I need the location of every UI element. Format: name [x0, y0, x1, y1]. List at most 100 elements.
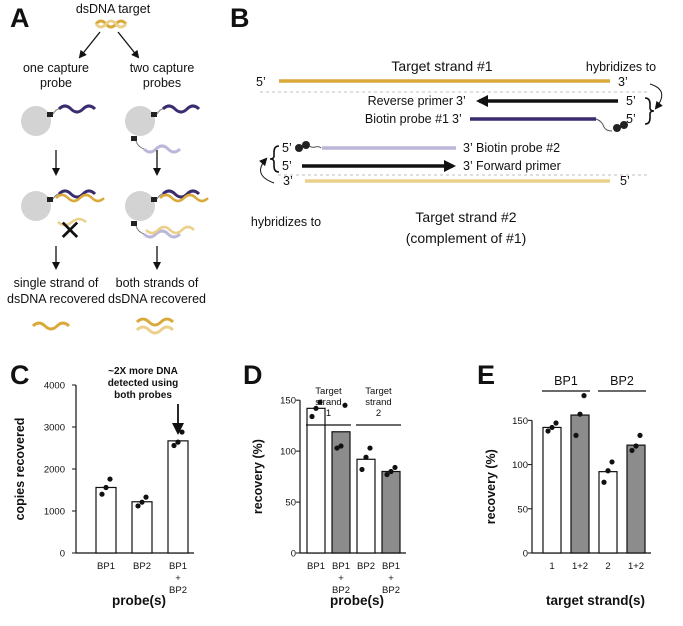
data-point — [388, 468, 394, 475]
data-point — [99, 491, 105, 497]
group-label: Target — [365, 386, 392, 397]
x-tick-label: BP1 — [307, 561, 325, 572]
data-point — [179, 429, 185, 435]
y-tick-label: 0 — [523, 549, 528, 560]
data-point — [637, 432, 643, 438]
data-point — [363, 454, 369, 460]
forward-primer-3prime: 3’ — [463, 159, 473, 173]
single-strand-label-2: dsDNA recovered — [7, 292, 105, 306]
group-label: Target — [315, 386, 342, 397]
y-tick-label: 4000 — [44, 381, 65, 392]
x-tick-label: BP1 — [97, 561, 115, 572]
group-label: 2 — [376, 408, 381, 419]
both-strands-icon — [135, 317, 175, 335]
bar — [542, 426, 562, 554]
forward-primer-5prime: 5’ — [282, 159, 292, 173]
y-tick-label: 100 — [280, 447, 296, 458]
biotin-probe-1-3prime: 3’ — [452, 112, 462, 126]
dsdna-target-label: dsDNA target — [76, 2, 151, 16]
bar — [356, 458, 376, 554]
one-capture-label-1: one capture — [23, 61, 89, 75]
biotin-probe-1-label: Biotin probe #1 — [365, 112, 449, 126]
data-point — [581, 393, 587, 399]
y-tick-label: 3000 — [44, 423, 65, 434]
x-tick-label: + — [175, 573, 181, 584]
data-point — [139, 499, 145, 505]
strand2-3prime: 3’ — [283, 174, 293, 188]
y-axis-title: recovery (%) — [484, 449, 498, 524]
y-tick-label: 150 — [512, 416, 528, 427]
panel-a-letter: A — [10, 3, 30, 33]
bead-two-probes-icon — [125, 104, 201, 154]
biotin-probe-2-label: Biotin probe #2 — [476, 141, 560, 155]
x-tick-label: 1 — [549, 561, 554, 572]
biotin-icon-1a — [613, 124, 621, 132]
hybridizes-to-top: hybridizes to — [586, 60, 656, 74]
x-tick-label: 1+2 — [572, 561, 588, 572]
bar — [598, 471, 618, 554]
data-point — [545, 428, 551, 434]
group-label: BP2 — [610, 374, 634, 388]
biotin-icon-2a — [295, 144, 303, 152]
x-tick-label: 1+2 — [628, 561, 644, 572]
biotin-icon-1b — [620, 121, 628, 129]
strand1-5prime: 5’ — [256, 75, 266, 89]
y-tick-label: 100 — [512, 460, 528, 471]
group-label: strand — [365, 397, 391, 408]
data-point — [135, 503, 141, 509]
y-tick-label: 0 — [60, 549, 65, 560]
captured-one-probe-icon — [21, 189, 105, 227]
arrow-to-one-probe — [78, 31, 101, 59]
data-point — [317, 399, 323, 405]
data-point — [609, 459, 615, 465]
both-strands-label-2: dsDNA recovered — [108, 292, 206, 306]
data-point — [633, 443, 639, 449]
two-capture-label-2: probes — [143, 76, 181, 90]
x-axis-title: target strand(s) — [546, 593, 645, 608]
panel-d-letter: D — [243, 360, 263, 390]
y-tick-label: 1000 — [44, 507, 65, 518]
hybridize-arrow-top — [649, 83, 663, 110]
target-strand-1-label: Target strand #1 — [391, 58, 492, 74]
single-strand-icon — [31, 321, 71, 331]
data-point — [359, 466, 365, 473]
data-point — [549, 424, 555, 431]
biotin-linker-2 — [308, 145, 322, 149]
biotin-icon-2b — [302, 141, 310, 149]
both-strands-label-1: both strands of — [116, 276, 199, 290]
annotation-text: detected using — [108, 378, 179, 389]
data-point — [313, 405, 319, 411]
panel-c-letter: C — [10, 360, 30, 390]
data-point — [629, 447, 635, 454]
y-axis-title: recovery (%) — [251, 439, 265, 514]
panel-b-letter: B — [230, 3, 250, 33]
panel-a: A dsDNA target one capture probe two cap… — [7, 2, 209, 335]
x-tick-label: BP2 — [357, 561, 375, 572]
data-point — [334, 445, 340, 451]
biotin-linker-1 — [595, 118, 613, 132]
x-tick-label: + — [388, 573, 394, 584]
x-axis-title: probe(s) — [330, 593, 384, 608]
y-tick-label: 50 — [285, 498, 296, 509]
x-tick-label: + — [338, 573, 344, 584]
group-label: BP1 — [554, 374, 578, 388]
data-point — [309, 413, 315, 420]
data-point — [577, 411, 583, 417]
x-axis-title: probe(s) — [112, 593, 166, 608]
bar — [131, 501, 153, 554]
data-point — [103, 484, 109, 491]
bar — [331, 431, 351, 554]
y-tick-label: 2000 — [44, 465, 65, 476]
brace-right-icon — [644, 97, 655, 125]
strand2-5prime: 5’ — [620, 174, 630, 188]
data-point — [175, 439, 181, 445]
bar — [381, 470, 401, 554]
panel-b: B Target strand #1 hybridizes to 5’ 3’ R… — [230, 3, 663, 246]
reverse-primer-3prime: 3’ — [456, 94, 466, 108]
x-tick-label: BP1 — [382, 561, 400, 572]
group-label: strand — [315, 397, 341, 408]
data-point — [573, 432, 579, 438]
